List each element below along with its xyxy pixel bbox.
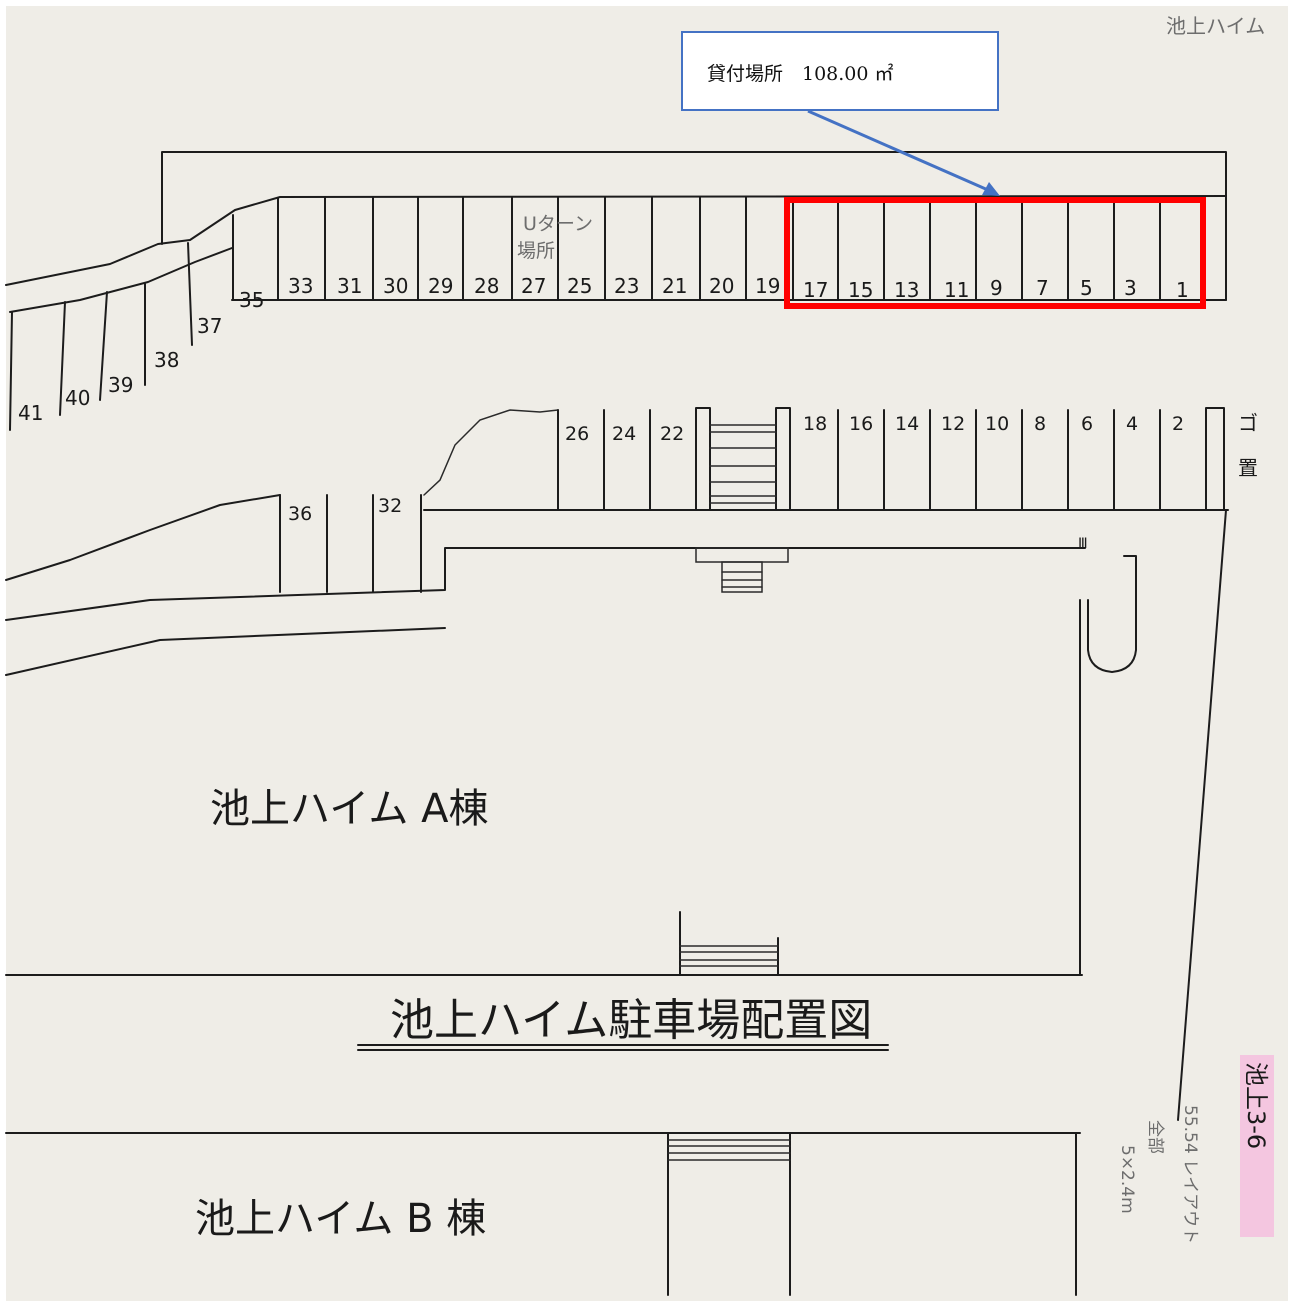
stall-number: 4 [1126, 413, 1138, 435]
stall-number: 20 [709, 274, 734, 298]
stall-number: 30 [383, 274, 408, 298]
return-area-label: Uターン 場所 [517, 213, 593, 262]
stall-number: 41 [18, 401, 43, 425]
stall-number: 5 [1080, 276, 1093, 300]
stall-number: 24 [612, 423, 636, 445]
upper-row-numbers: 41 40 39 38 37 35 33 31 30 29 28 27 25 2… [18, 274, 1189, 425]
drawing-title: 池上ハイム駐車場配置図 [390, 995, 872, 1046]
stall-number: 1 [1176, 278, 1189, 302]
lower-parking-row [5, 407, 1229, 593]
stall-number: 32 [378, 495, 402, 517]
right-note-tag: 池上3-6 [1242, 1062, 1270, 1149]
stall-number: 33 [288, 274, 313, 298]
right-note-line: 5×2.4m [1117, 1145, 1137, 1214]
stall-number: 8 [1034, 413, 1046, 435]
stall-number: 19 [755, 274, 780, 298]
upper-stall-dividers [9, 196, 1161, 431]
stall-number: 9 [990, 276, 1003, 300]
lease-area-text: 貸付場所 108.00 ㎡ [707, 63, 894, 85]
lease-area-callout: 貸付場所 108.00 ㎡ [681, 31, 999, 111]
stall-number: 40 [65, 386, 90, 410]
right-note-line: 55.54 レイアウト [1180, 1105, 1200, 1244]
stall-number: 37 [197, 314, 222, 338]
stall-number: 7 [1036, 276, 1049, 300]
stall-number: 15 [848, 278, 873, 302]
stall-number: 6 [1081, 413, 1093, 435]
stall-number: 11 [944, 278, 969, 302]
lower-row-numbers: 36 32 26 24 22 18 16 14 12 10 8 6 4 2 [288, 413, 1184, 525]
right-note-line: 全部 [1145, 1120, 1165, 1154]
stall-number: 23 [614, 274, 639, 298]
pink-tag [1240, 1055, 1274, 1237]
svg-text:場所: 場所 [517, 240, 555, 262]
building-b-label: 池上ハイム B 棟 [195, 1196, 486, 1242]
stall-number: 35 [239, 288, 264, 312]
stall-number: 13 [894, 278, 919, 302]
building-a-label: 池上ハイム A棟 [210, 786, 488, 832]
stall-number: 38 [154, 348, 179, 372]
stall-number: 16 [849, 413, 873, 435]
svg-text:置: 置 [1238, 456, 1258, 480]
stall-number: 28 [474, 274, 499, 298]
stall-number: 21 [662, 274, 687, 298]
stall-number: 18 [803, 413, 827, 435]
lease-area-highlight [784, 197, 1206, 309]
svg-text:ゴ: ゴ [1238, 411, 1258, 435]
stall-number: 25 [567, 274, 592, 298]
stall-number: 10 [985, 413, 1009, 435]
stall-number: 36 [288, 503, 312, 525]
stall-number: 22 [660, 423, 684, 445]
upper-parking-frame [5, 151, 1227, 431]
callout-arrow [807, 109, 1000, 196]
stall-number: 27 [521, 274, 546, 298]
stall-number: 12 [941, 413, 965, 435]
svg-text:Uターン: Uターン [523, 213, 593, 235]
paper-background [6, 6, 1288, 1301]
stall-number: 14 [895, 413, 919, 435]
stall-number: 26 [565, 423, 589, 445]
stall-number: 31 [337, 274, 362, 298]
stall-number: 17 [803, 278, 828, 302]
corner-label: 池上ハイム [1166, 14, 1265, 38]
stall-number: 39 [108, 373, 133, 397]
side-label: ゴ 置 [1238, 411, 1258, 480]
stall-number: 3 [1124, 276, 1137, 300]
building-b-outline [5, 1132, 1081, 1296]
stall-number: 29 [428, 274, 453, 298]
building-a-outline: Ⅲ [5, 509, 1227, 1121]
stall-number: 2 [1172, 413, 1184, 435]
svg-text:Ⅲ: Ⅲ [1078, 536, 1088, 552]
